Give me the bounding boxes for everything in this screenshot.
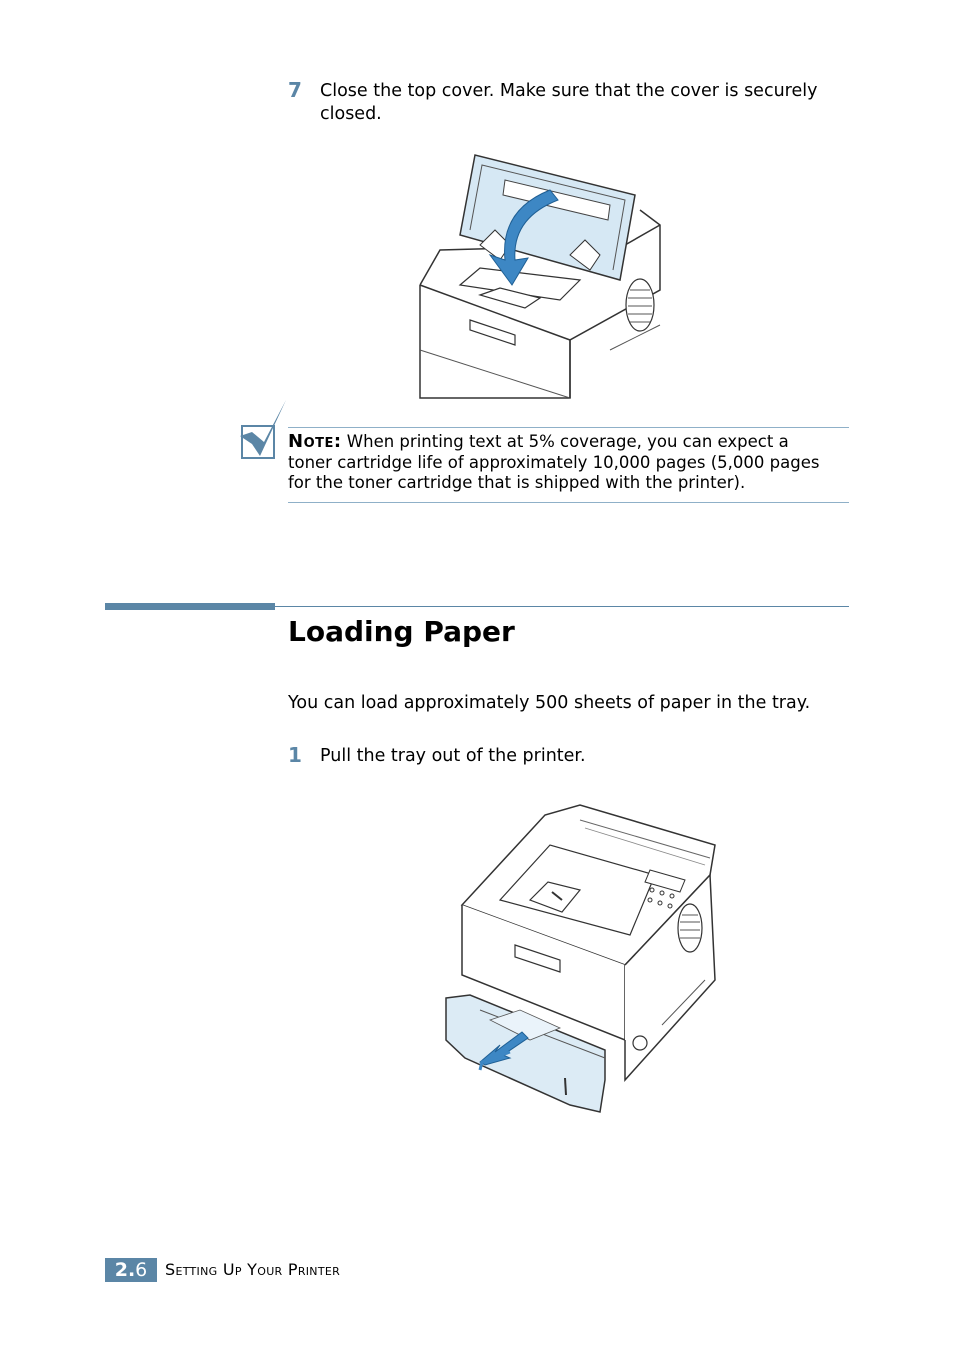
page-number: 6 (135, 1259, 148, 1281)
step-1-number: 1 (288, 743, 302, 767)
note-line1: When printing text at 5% coverage, you c… (341, 432, 789, 451)
note-label: Note: (288, 431, 342, 452)
section-bar (105, 603, 275, 610)
page-number-bold: 2. (114, 1259, 136, 1281)
page-number-box: 2.6 (105, 1258, 157, 1282)
printer-tray-pull-out-illustration (445, 804, 716, 1113)
step-7-number: 7 (288, 78, 302, 102)
section-rule (275, 606, 849, 607)
step-1-text: Pull the tray out of the printer. (320, 746, 586, 766)
section-intro: You can load approximately 500 sheets of… (288, 693, 811, 713)
chapter-title: Setting Up Your Printer (165, 1260, 341, 1279)
note-top-rule (288, 427, 849, 428)
note-bottom-rule (288, 502, 849, 503)
step-7-text-line1: Close the top cover. Make sure that the … (320, 81, 818, 101)
note-block: Note: When printing text at 5% coverage,… (288, 431, 849, 494)
printer-top-cover-closing-illustration (419, 154, 661, 399)
note-line2: toner cartridge life of approximately 10… (288, 452, 820, 472)
step-7-text: Close the top cover. Make sure that the … (320, 80, 840, 126)
section-title: Loading Paper (288, 615, 515, 648)
note-line3: for the toner cartridge that is shipped … (288, 473, 746, 492)
checkmark-icon (240, 400, 286, 459)
step-7-text-line2: closed. (320, 104, 382, 124)
